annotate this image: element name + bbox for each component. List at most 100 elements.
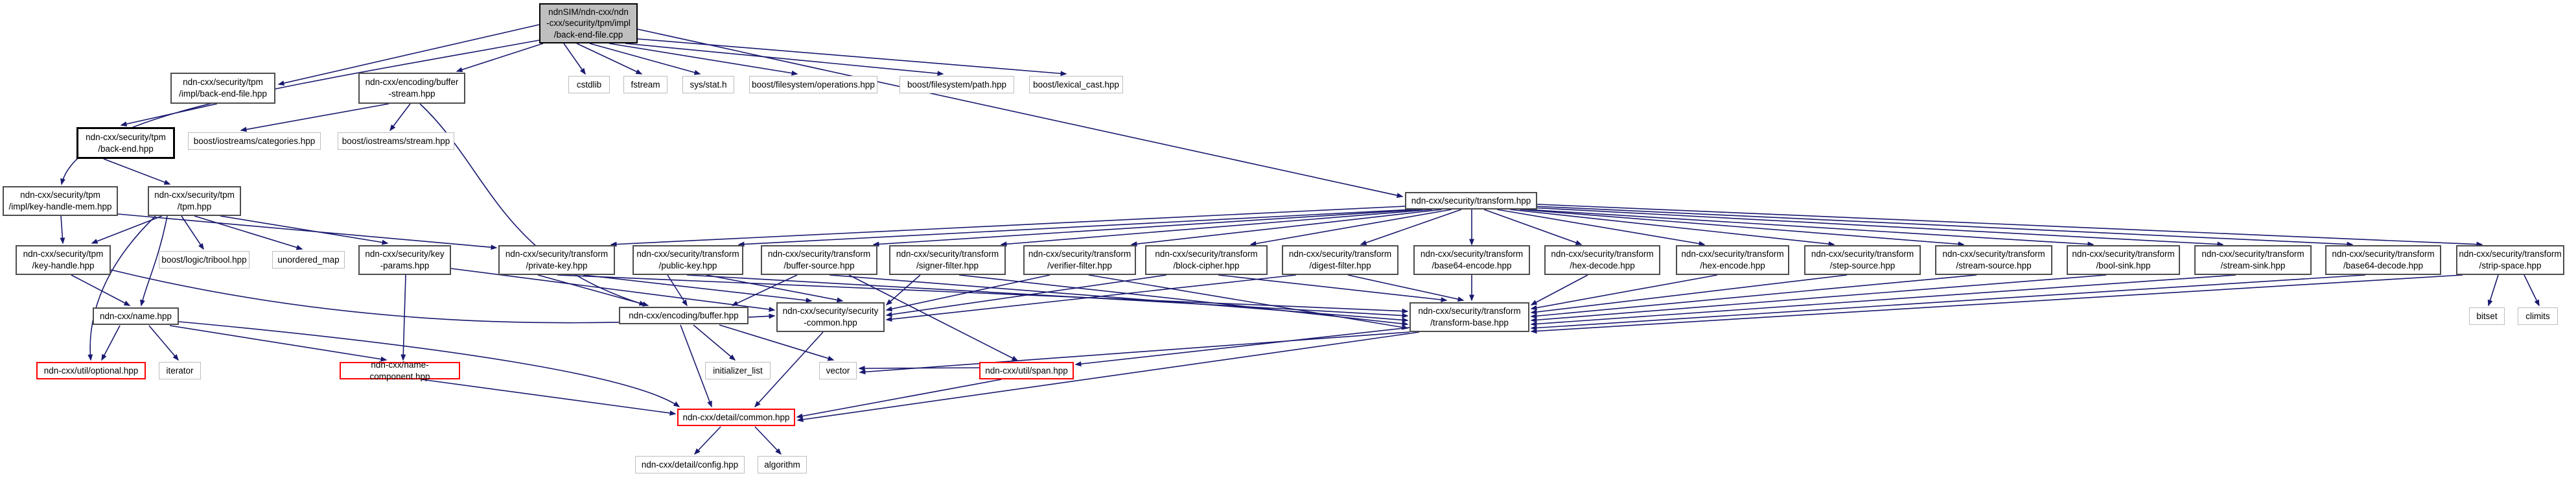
graph-node-base64-encode-hpp[interactable]: ndn-cxx/security/transform /base64-encod… [1413,245,1530,275]
graph-node-boost-fs-operations[interactable]: boost/filesystem/operations.hpp [749,76,877,93]
graph-node-boost-tribool[interactable]: boost/logic/tribool.hpp [159,251,249,269]
graph-node-name-hpp[interactable]: ndn-cxx/name.hpp [93,307,179,325]
edge-back-end-hpp-to-tpm-hpp [103,158,171,185]
graph-node-buffer-hpp[interactable]: ndn-cxx/encoding/buffer.hpp [619,307,748,324]
edge-buffer-hpp-to-initializer-list [693,324,736,361]
graph-node-buffer-stream-hpp[interactable]: ndn-cxx/encoding/buffer -stream.hpp [358,73,465,104]
graph-node-sys-stat-h[interactable]: sys/stat.h [682,76,734,93]
edge-common-hpp-to-algorithm [754,426,782,455]
edge-key-handle-hpp-to-name-hpp [71,274,131,306]
graph-node-algorithm[interactable]: algorithm [758,456,807,473]
graph-node-climits[interactable]: climits [2518,307,2558,325]
graph-node-stream-sink-hpp[interactable]: ndn-cxx/security/transform /stream-sink.… [2194,245,2312,275]
edge-transform-hpp-to-hex-decode-hpp [1483,209,1583,245]
graph-node-main[interactable]: ndnSIM/ndn-cxx/ndn -cxx/security/tpm/imp… [539,3,638,43]
graph-node-boost-iostreams-stream[interactable]: boost/iostreams/stream.hpp [338,132,454,150]
edge-transform-hpp-to-buffer-source-hpp [872,209,1423,247]
edge-transform-hpp-to-bool-sink-hpp [1526,209,2094,247]
edge-buffer-source-hpp-to-transform-base-hpp [829,274,1409,323]
edge-private-key-hpp-to-buffer-hpp [537,274,649,307]
graph-node-cstdlib[interactable]: cstdlib [568,76,610,93]
edge-hex-decode-hpp-to-transform-base-hpp [1530,274,1588,305]
graph-node-tpm-hpp[interactable]: ndn-cxx/security/tpm /tpm.hpp [148,186,241,216]
graph-node-back-end-file-hpp[interactable]: ndn-cxx/security/tpm /impl/back-end-file… [170,73,275,104]
graph-node-name-component-hpp[interactable]: ndn-cxx/name-component.hpp [340,360,460,381]
edge-hex-encode-hpp-to-transform-base-hpp [1530,274,1718,311]
edge-verifier-filter-hpp-to-transform-base-hpp [1088,274,1409,330]
edge-strip-space-hpp-to-bitset [2487,274,2499,307]
graph-node-signer-filter-hpp[interactable]: ndn-cxx/security/transform /signer-filte… [889,245,1006,275]
graph-node-public-key-hpp[interactable]: ndn-cxx/security/transform /public-key.h… [632,245,743,275]
graph-node-initializer-list[interactable]: initializer_list [705,362,771,379]
edge-step-source-hpp-to-transform-base-hpp [1530,274,1848,315]
graph-node-span-hpp[interactable]: ndn-cxx/util/span.hpp [979,362,1074,379]
edge-transform-hpp-to-hex-encode-hpp [1496,209,1706,246]
edge-digest-filter-hpp-to-transform-base-hpp [1347,274,1465,302]
edge-transform-hpp-to-digest-filter-hpp [1360,209,1462,245]
graph-node-base64-decode-hpp[interactable]: ndn-cxx/security/transform /base64-decod… [2325,245,2441,275]
edge-transform-base-hpp-to-common-hpp [796,331,1420,422]
graph-node-bool-sink-hpp[interactable]: ndn-cxx/security/transform /bool-sink.hp… [2067,245,2180,275]
graph-node-step-source-hpp[interactable]: ndn-cxx/security/transform /step-source.… [1804,245,1921,275]
edge-stream-source-hpp-to-transform-base-hpp [1530,274,1977,319]
graph-node-config-hpp[interactable]: ndn-cxx/detail/config.hpp [635,456,745,473]
edge-public-key-hpp-to-transform-base-hpp [686,274,1409,318]
edge-transform-hpp-to-block-cipher-hpp [1249,209,1452,246]
edge-main-to-fstream [576,43,643,75]
edge-main-to-cstdlib [563,43,586,75]
graph-node-digest-filter-hpp[interactable]: ndn-cxx/security/transform /digest-filte… [1282,245,1398,275]
edge-signer-filter-hpp-to-security-common-hpp [885,274,921,305]
edge-transform-hpp-to-strip-space-hpp [1537,204,2483,247]
edge-transform-hpp-to-private-key-hpp [610,206,1406,247]
graph-node-block-cipher-hpp[interactable]: ndn-cxx/security/transform /block-cipher… [1145,245,1268,275]
edge-buffer-stream-hpp-to-boost-iostreams-categories [240,103,389,132]
graph-node-security-common-hpp[interactable]: ndn-cxx/security/security -common.hpp [776,302,885,332]
edge-private-key-hpp-to-transform-base-hpp [557,274,1409,314]
edge-transform-hpp-to-stream-sink-hpp [1530,207,2224,247]
edge-transform-hpp-to-verifier-filter-hpp [1130,209,1443,247]
graph-node-strip-space-hpp[interactable]: ndn-cxx/security/transform /strip-space.… [2456,245,2564,275]
graph-node-iterator[interactable]: iterator [159,362,201,379]
graph-node-key-params-hpp[interactable]: ndn-cxx/security/key -params.hpp [358,245,451,275]
graph-node-buffer-source-hpp[interactable]: ndn-cxx/security/transform /buffer-sourc… [761,245,877,275]
graph-node-private-key-hpp[interactable]: ndn-cxx/security/transform /private-key.… [498,245,615,275]
edge-name-hpp-to-common-hpp [178,321,680,407]
graph-node-key-handle-hpp[interactable]: ndn-cxx/security/tpm /key-handle.hpp [16,245,111,275]
graph-node-vector[interactable]: vector [819,362,857,379]
edge-buffer-source-hpp-to-span-hpp [848,274,1019,361]
graph-node-optional-hpp[interactable]: ndn-cxx/util/optional.hpp [36,362,146,379]
graph-node-back-end-hpp[interactable]: ndn-cxx/security/tpm /back-end.hpp [76,127,175,159]
edge-transform-hpp-to-stream-source-hpp [1519,209,1965,247]
graph-node-key-handle-mem-hpp[interactable]: ndn-cxx/security/tpm /impl/key-handle-me… [3,186,118,216]
edge-transform-hpp-to-signer-filter-hpp [1000,209,1433,247]
graph-node-boost-lexical-cast[interactable]: boost/lexical_cast.hpp [1029,76,1123,93]
graph-node-fstream[interactable]: fstream [623,76,667,93]
edge-main-to-key-handle-mem-hpp [60,40,540,185]
graph-node-verifier-filter-hpp[interactable]: ndn-cxx/security/transform /verifier-fil… [1023,245,1136,275]
edge-base64-decode-hpp-to-transform-base-hpp [1530,274,2366,331]
edge-name-hpp-to-optional-hpp [101,325,121,361]
graph-node-transform-base-hpp[interactable]: ndn-cxx/security/transform /transform-ba… [1410,302,1529,332]
graph-node-bitset[interactable]: bitset [2469,307,2505,325]
graph-node-transform-hpp[interactable]: ndn-cxx/security/transform.hpp [1405,192,1537,209]
edge-tpm-hpp-to-optional-hpp [87,215,156,361]
edge-verifier-filter-hpp-to-security-common-hpp [885,274,1050,312]
graph-node-hex-encode-hpp[interactable]: ndn-cxx/security/transform /hex-encode.h… [1676,245,1789,275]
edge-transform-hpp-to-public-key-hpp [737,209,1413,247]
graph-node-boost-iostreams-categories[interactable]: boost/iostreams/categories.hpp [188,132,321,150]
edge-main-to-sys-stat-h [589,43,701,75]
graph-node-hex-decode-hpp[interactable]: ndn-cxx/security/transform /hex-decode.h… [1544,245,1660,275]
graph-node-common-hpp[interactable]: ndn-cxx/detail/common.hpp [677,409,795,426]
edge-main-to-transform-hpp [637,29,1404,198]
edge-transform-base-hpp-to-span-hpp [1074,327,1410,367]
edge-main-to-boost-lexical-cast [637,38,1067,77]
graph-node-boost-fs-path[interactable]: boost/filesystem/path.hpp [899,76,1014,93]
edge-common-hpp-to-config-hpp [693,426,721,455]
graph-node-stream-source-hpp[interactable]: ndn-cxx/security/transform /stream-sourc… [1935,245,2052,275]
edge-buffer-source-hpp-to-buffer-hpp [731,274,798,306]
edge-block-cipher-hpp-to-security-common-hpp [885,274,1167,317]
edge-block-cipher-hpp-to-transform-base-hpp [1218,274,1448,303]
graph-node-unordered-map[interactable]: unordered_map [272,251,345,269]
edge-name-component-hpp-to-common-hpp [421,379,677,416]
